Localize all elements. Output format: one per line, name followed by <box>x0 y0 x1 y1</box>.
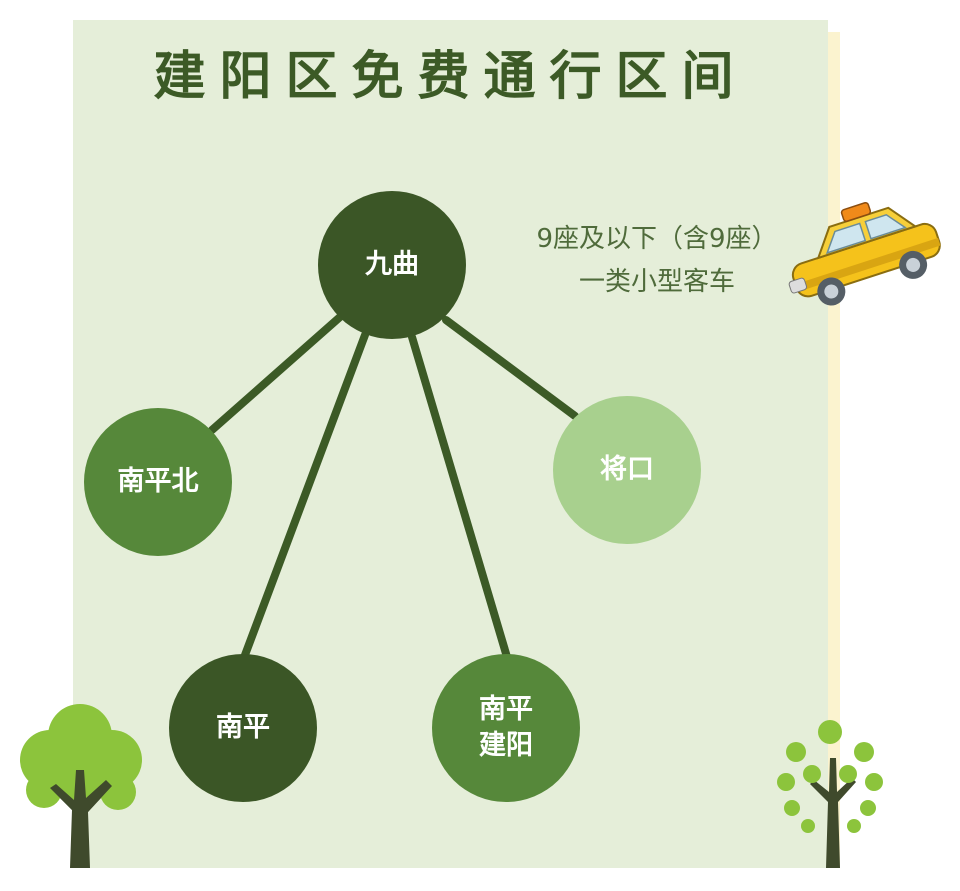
node-jiuqu: 九曲 <box>318 191 466 339</box>
edge-jiuqu-jiangkou <box>442 316 579 420</box>
vehicle-note-line2: 一类小型客车 <box>578 267 735 297</box>
node-nanping-jianyang: 南平 建阳 <box>432 654 580 802</box>
edge-jiuqu-nanpingbei <box>208 313 344 434</box>
node-jiangkou-label: 将口 <box>600 453 654 485</box>
edge-jiuqu-nanping-jianyang <box>408 333 511 661</box>
vehicle-note-line1: 9座及以下（含9座） <box>536 224 778 254</box>
page-title: 建阳区免费通行区间 <box>153 46 748 107</box>
taxi-icon <box>788 202 941 306</box>
node-nanping-jianyang-line2: 建阳 <box>479 730 533 761</box>
round-tree-icon <box>20 704 142 868</box>
node-jiangkou: 将口 <box>553 396 701 544</box>
node-jiuqu-label: 九曲 <box>365 248 419 280</box>
dotted-tree-icon <box>777 720 883 868</box>
node-nanping: 南平 <box>169 654 317 802</box>
vehicle-note: 9座及以下（含9座） 一类小型客车 <box>492 218 822 304</box>
node-nanpingbei: 南平北 <box>84 408 232 556</box>
node-nanping-jianyang-line1: 南平 <box>479 693 533 725</box>
node-nanpingbei-label: 南平北 <box>117 465 199 497</box>
edge-jiuqu-nanping <box>241 331 369 659</box>
node-nanping-label: 南平 <box>216 711 270 743</box>
